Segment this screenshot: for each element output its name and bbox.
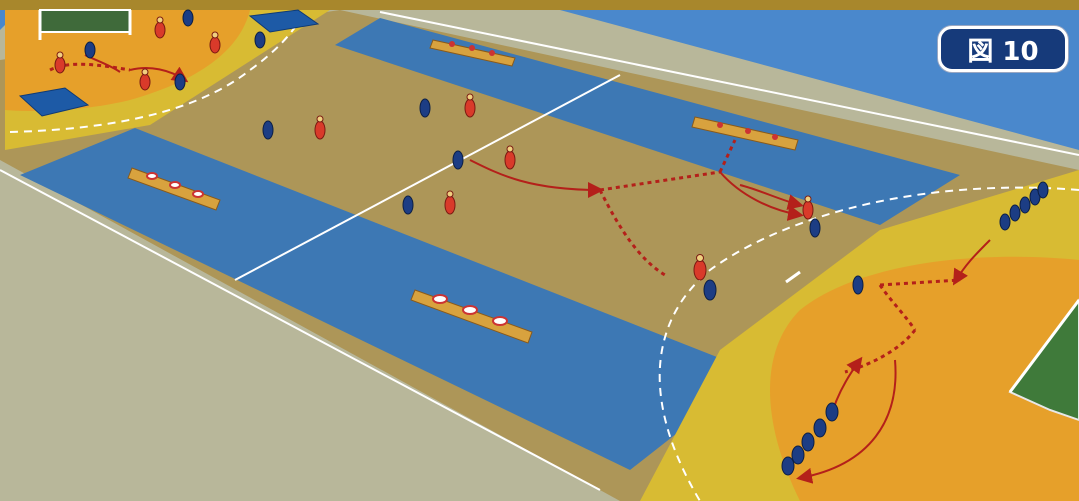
figure-label: 図 10: [938, 26, 1068, 72]
top-frame-strip: [0, 0, 1079, 10]
